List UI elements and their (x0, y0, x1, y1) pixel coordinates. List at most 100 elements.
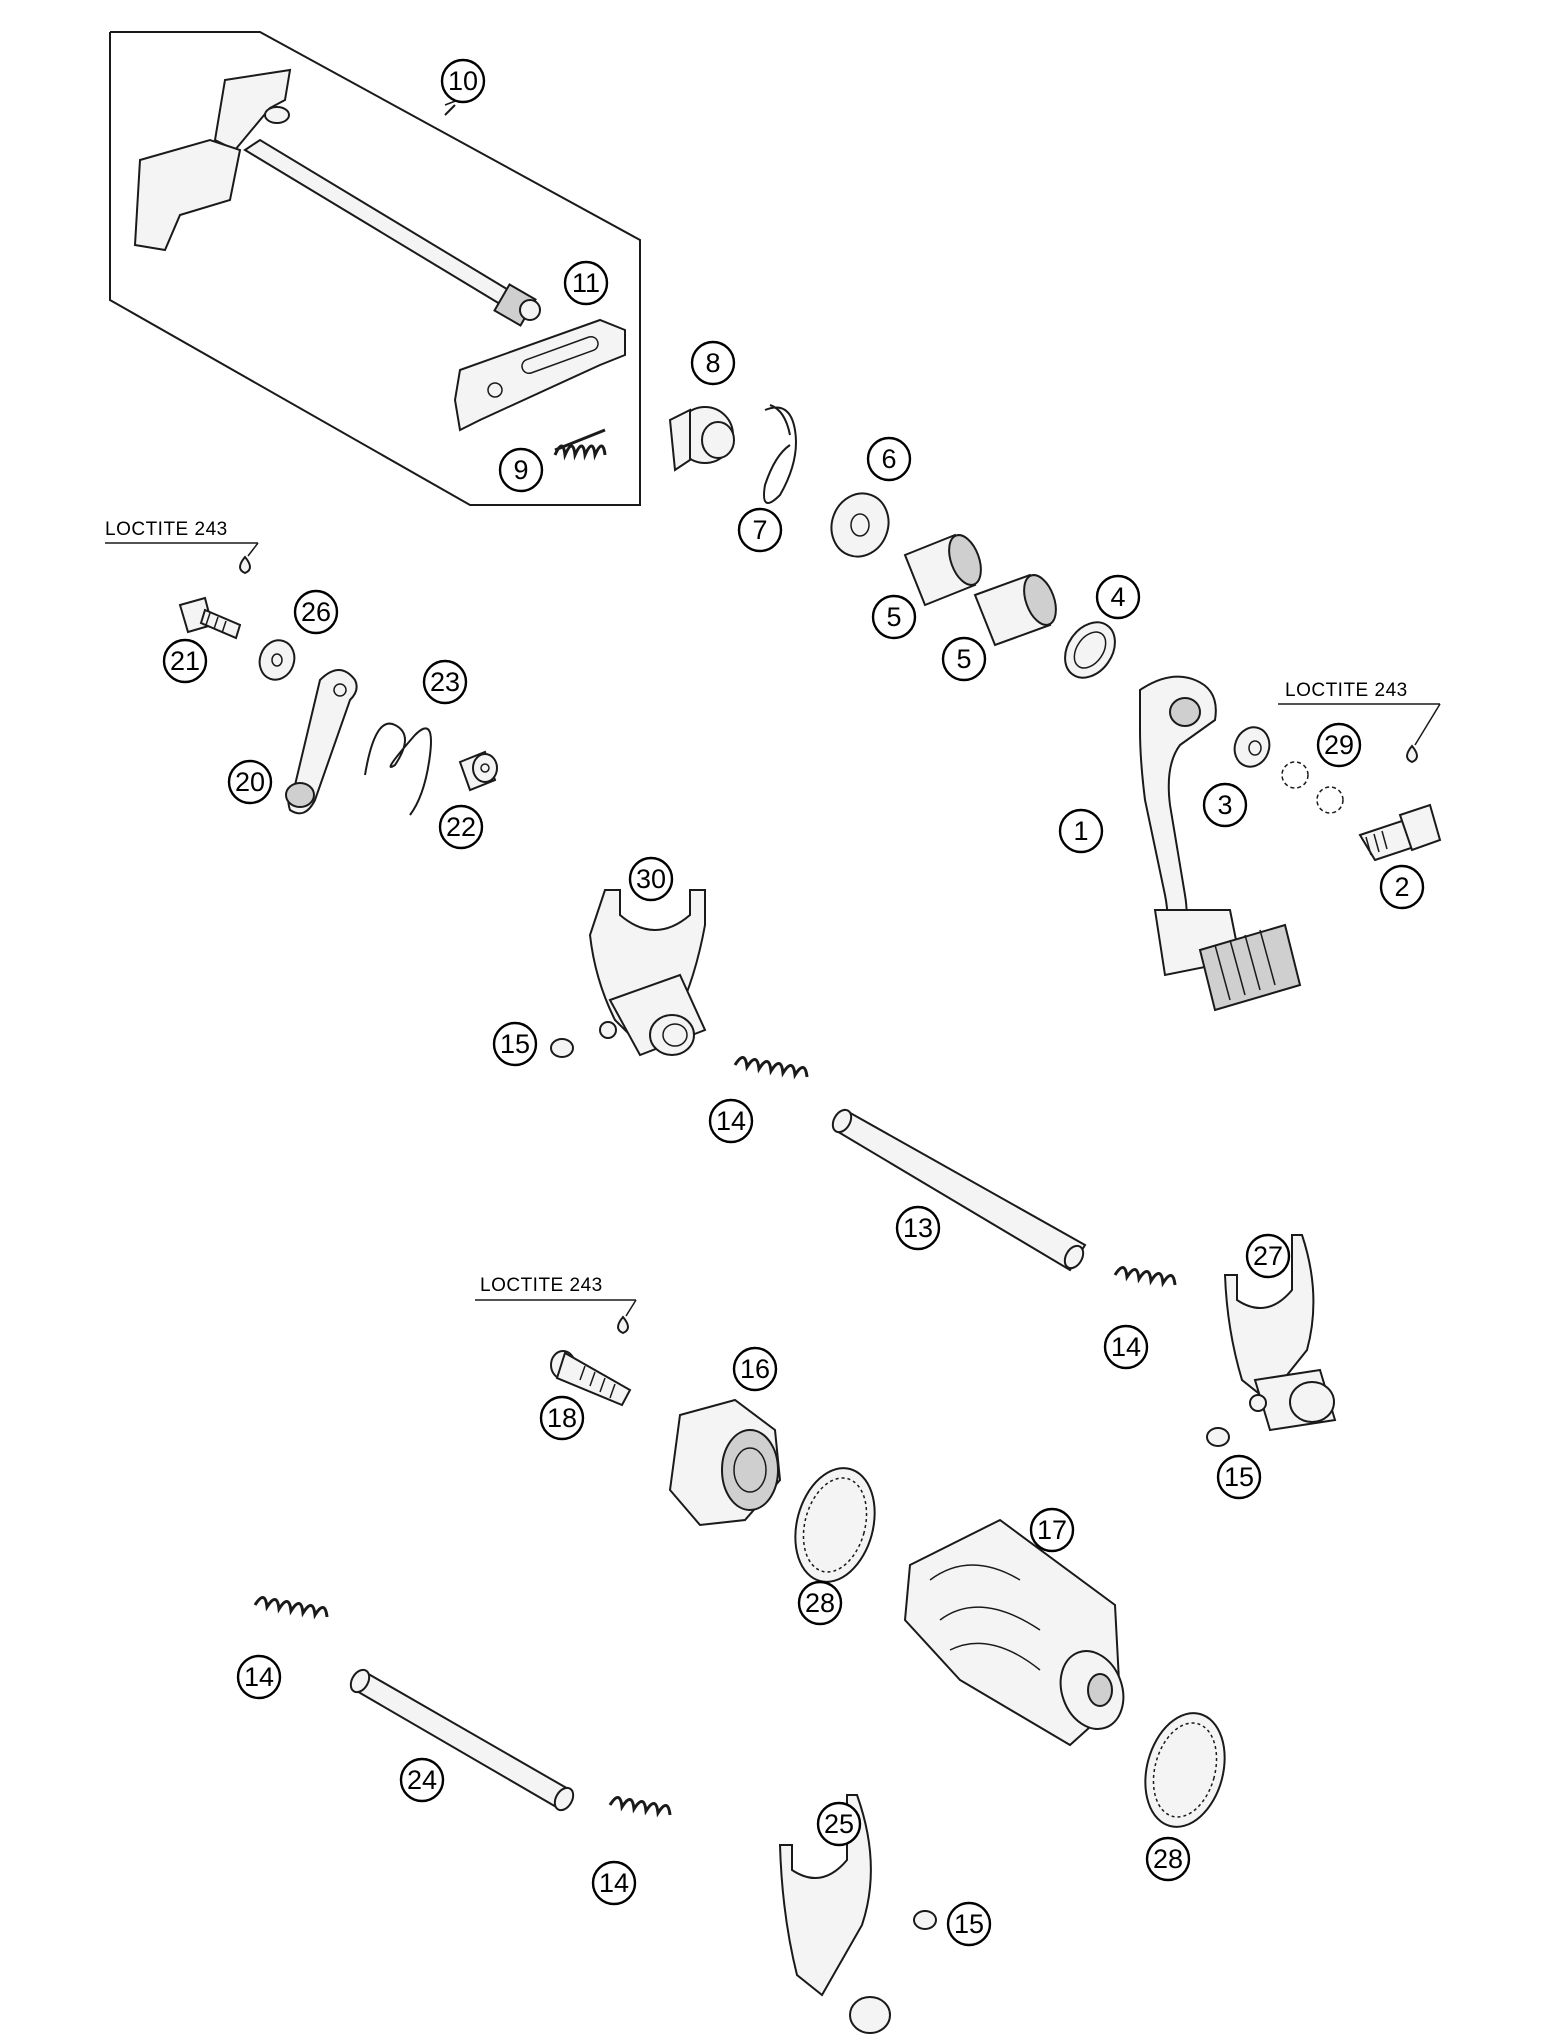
washer-6 (830, 492, 890, 558)
svg-text:22: 22 (446, 812, 476, 842)
svg-text:14: 14 (1111, 1332, 1141, 1362)
loctite-note-middle-text: LOCTITE 243 (480, 1275, 603, 1296)
shift-fork-27 (1223, 1234, 1337, 1432)
shift-shaft (133, 68, 541, 327)
svg-text:28: 28 (805, 1588, 835, 1618)
callout-10: 10 (440, 58, 486, 106)
callout-9: 9 (498, 447, 544, 493)
callout-15b: 15 (1216, 1454, 1262, 1500)
svg-text:14: 14 (244, 1662, 274, 1692)
washer-3 (1233, 726, 1271, 768)
svg-text:11: 11 (572, 268, 600, 298)
callout-15c: 15 (946, 1901, 992, 1947)
shift-cam-16 (668, 1398, 782, 1527)
callout-17: 17 (1029, 1507, 1075, 1553)
detent-arm-20 (285, 669, 358, 815)
needle-bearing-5a (903, 533, 982, 607)
spring-clip-7 (763, 404, 797, 504)
svg-text:9: 9 (513, 455, 528, 485)
callout-27: 27 (1245, 1233, 1291, 1279)
callout-4: 4 (1095, 574, 1141, 620)
svg-text:16: 16 (740, 1354, 770, 1384)
loctite-note-top-left-text: LOCTITE 243 (105, 519, 228, 540)
callout-26: 26 (293, 589, 339, 635)
shift-shaft-group-box (109, 31, 641, 506)
shift-plate (453, 318, 626, 432)
loctite-note-right: LOCTITE 243 (1278, 680, 1441, 746)
svg-text:18: 18 (547, 1403, 577, 1433)
svg-text:28: 28 (1153, 1844, 1183, 1874)
roller-15c (913, 1910, 937, 1930)
washer-26 (258, 639, 296, 681)
svg-text:23: 23 (430, 667, 460, 697)
callout-29: 29 (1316, 722, 1362, 768)
svg-text:26: 26 (301, 597, 331, 627)
callout-14a: 14 (708, 1098, 754, 1144)
callout-14d: 14 (591, 1860, 637, 1906)
svg-text:14: 14 (716, 1106, 746, 1136)
svg-text:6: 6 (881, 444, 896, 474)
callout-20: 20 (227, 759, 273, 805)
roller-22 (458, 750, 498, 792)
callout-13: 13 (895, 1205, 941, 1251)
loctite-drop-middle (617, 1315, 629, 1335)
callout-22: 22 (438, 804, 484, 850)
roller-15b (1206, 1427, 1230, 1447)
lock-washers-29 (1281, 761, 1344, 814)
svg-text:3: 3 (1217, 790, 1232, 820)
svg-text:2: 2 (1394, 872, 1409, 902)
fork-rod-13 (831, 1108, 1087, 1272)
bearing-28a (794, 1467, 876, 1583)
bushing-8 (668, 406, 735, 472)
seal-ring-4 (1064, 621, 1116, 679)
callout-5a: 5 (871, 594, 917, 640)
roller-15a (550, 1038, 574, 1058)
callout-7: 7 (737, 507, 783, 553)
callout-5b: 5 (941, 636, 987, 682)
bolt-18 (550, 1350, 632, 1407)
spring-14d (608, 1796, 672, 1818)
spring-23 (364, 722, 432, 816)
svg-text:5: 5 (886, 602, 901, 632)
shift-lever (1139, 675, 1302, 1012)
svg-text:25: 25 (824, 1809, 854, 1839)
svg-text:1: 1 (1073, 816, 1088, 846)
callout-23: 23 (422, 659, 468, 705)
svg-text:7: 7 (752, 515, 767, 545)
loctite-note-top-left: LOCTITE 243 (105, 519, 259, 557)
callout-25: 25 (816, 1801, 862, 1847)
loctite-note-middle: LOCTITE 243 (475, 1275, 637, 1317)
spring-9 (553, 428, 607, 461)
fork-rod-24 (349, 1668, 575, 1812)
shift-fork-30 (588, 889, 707, 1057)
svg-text:14: 14 (599, 1868, 629, 1898)
spring-14c (253, 1596, 329, 1620)
svg-text:10: 10 (448, 66, 478, 96)
bolt-21 (178, 596, 242, 640)
callout-28b: 28 (1145, 1836, 1191, 1882)
svg-text:20: 20 (235, 767, 265, 797)
svg-text:5: 5 (956, 644, 971, 674)
callout-18: 18 (539, 1395, 585, 1441)
svg-text:17: 17 (1037, 1515, 1067, 1545)
svg-text:15: 15 (500, 1029, 530, 1059)
svg-text:15: 15 (954, 1909, 984, 1939)
svg-text:29: 29 (1324, 730, 1354, 760)
callout-28a: 28 (797, 1580, 843, 1626)
callout-16: 16 (732, 1346, 778, 1392)
callout-24: 24 (399, 1757, 445, 1803)
spring-14a (733, 1056, 809, 1080)
loctite-drop-top-left (239, 555, 251, 575)
spring-14b (1113, 1266, 1177, 1288)
loctite-note-right-text: LOCTITE 243 (1285, 680, 1408, 701)
needle-bearing-5b (973, 573, 1057, 647)
callout-14b: 14 (1103, 1324, 1149, 1370)
callout-30: 30 (628, 856, 674, 902)
callout-3: 3 (1202, 782, 1248, 828)
callout-21: 21 (162, 638, 208, 684)
loctite-drop-right (1406, 744, 1418, 764)
svg-text:24: 24 (407, 1765, 437, 1795)
callout-2: 2 (1379, 864, 1425, 910)
svg-text:30: 30 (636, 864, 666, 894)
